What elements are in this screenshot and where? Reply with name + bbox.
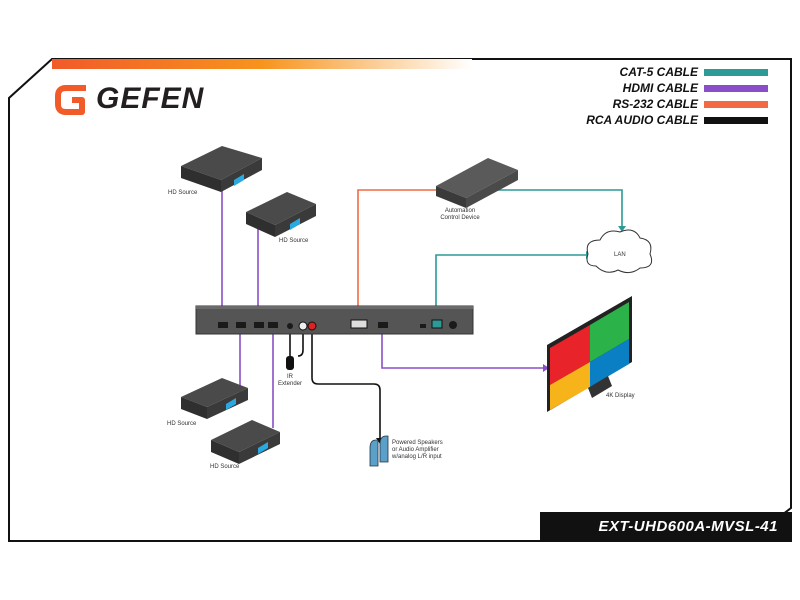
legend-row-hdmi: HDMI CABLE xyxy=(538,80,768,96)
automation-control-device xyxy=(436,158,518,208)
model-badge xyxy=(540,512,792,542)
hdmi-cable-display xyxy=(381,330,547,369)
hd-source-device-3 xyxy=(181,378,248,419)
cable-legend: CAT-5 CABLE HDMI CABLE RS-232 CABLE RCA … xyxy=(538,64,768,128)
display-label: 4K Display xyxy=(606,393,635,399)
main-extender-unit xyxy=(195,305,474,335)
automation-label-line1: Automation xyxy=(444,208,476,214)
powered-speakers xyxy=(369,435,389,467)
hdmi-arrow xyxy=(543,364,549,372)
legend-label: RS-232 CABLE xyxy=(612,97,698,111)
hdmi-port-out xyxy=(378,322,388,328)
legend-swatch xyxy=(704,84,768,92)
speakers-label-line2: or Audio Amplifier xyxy=(392,447,439,453)
legend-row-rs232: RS-232 CABLE xyxy=(538,96,768,112)
usb-port xyxy=(420,324,426,328)
rs232-cable-path xyxy=(357,189,438,322)
lan-port xyxy=(431,319,443,329)
4k-display xyxy=(547,296,632,412)
hd-source-device-1 xyxy=(181,146,262,192)
automation-label: Automation Control Device xyxy=(432,208,488,222)
display-quadrant-tl xyxy=(550,325,590,385)
legend-label: HDMI CABLE xyxy=(622,81,698,95)
legend-swatch xyxy=(704,100,768,108)
cat5-arrow xyxy=(618,226,626,232)
hd-source-label-2: HD Source xyxy=(279,238,309,244)
legend-swatch xyxy=(704,116,768,124)
rca-port-left xyxy=(298,321,308,331)
legend-row-rca: RCA AUDIO CABLE xyxy=(538,112,768,128)
automation-label-line2: Control Device xyxy=(440,215,480,221)
hdmi-port-in2 xyxy=(236,322,246,328)
rca-port-right xyxy=(307,321,317,331)
hdmi-cables xyxy=(221,180,547,428)
logo-text: GEFEN xyxy=(96,82,205,115)
display-quadrant-bl xyxy=(550,362,590,410)
rs232-port xyxy=(350,319,368,329)
speakers-label: Powered Speakers or Audio Amplifier w/an… xyxy=(392,440,443,461)
lan-label: LAN xyxy=(614,252,626,258)
model-number: EXT-UHD600A-MVSL-41 xyxy=(598,518,778,535)
rca-cables xyxy=(289,330,381,440)
display-quadrant-tr xyxy=(590,302,629,362)
ir-label-line1: IR xyxy=(287,374,293,380)
power-port xyxy=(449,321,457,329)
legend-swatch xyxy=(704,68,768,76)
ir-label-line2: Extender xyxy=(277,381,302,387)
legend-row-cat5: CAT-5 CABLE xyxy=(538,64,768,80)
display-stand xyxy=(588,376,612,398)
cat5-cables xyxy=(435,189,623,322)
display-quadrant-br xyxy=(590,339,629,387)
ir-port xyxy=(287,323,293,329)
ir-extender-device xyxy=(286,356,294,370)
speakers-label-line1: Powered Speakers xyxy=(392,440,443,446)
hdmi-port-in4 xyxy=(268,322,278,328)
hd-source-label-4: HD Source xyxy=(210,464,240,470)
rs232-cable xyxy=(357,189,438,322)
cat5-cable-automation xyxy=(490,189,623,230)
rca-cable-speakers xyxy=(311,330,381,440)
gefen-logo-mark xyxy=(55,85,86,115)
ir-extender-label: IR Extender xyxy=(274,374,306,388)
hd-source-label-3: HD Source xyxy=(167,421,197,427)
cat5-cable-lan xyxy=(435,254,590,322)
gefen-logo: GEFEN xyxy=(52,80,212,120)
hdmi-port-in3 xyxy=(254,322,264,328)
legend-label: RCA AUDIO CABLE xyxy=(586,113,698,127)
legend-label: CAT-5 CABLE xyxy=(619,65,698,79)
hd-source-device-4 xyxy=(211,420,280,464)
hdmi-port-in1 xyxy=(218,322,228,328)
hd-source-label-1: HD Source xyxy=(168,190,198,196)
speakers-label-line3: w/analog L/R input xyxy=(392,454,442,460)
hd-source-device-2 xyxy=(246,192,316,237)
lan-cloud xyxy=(586,229,653,274)
